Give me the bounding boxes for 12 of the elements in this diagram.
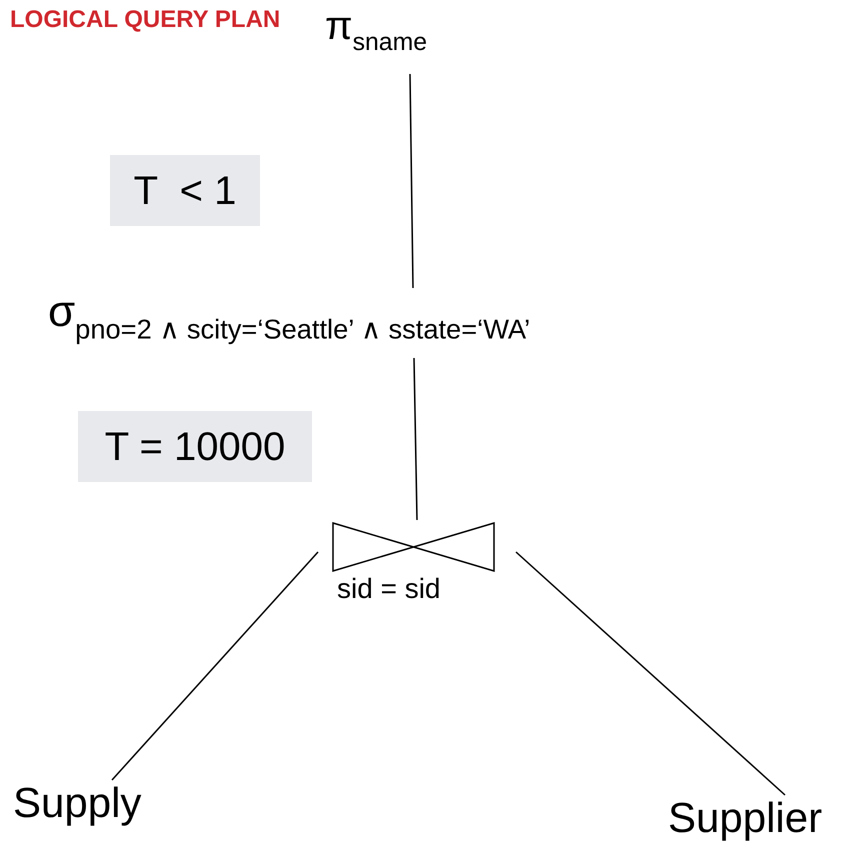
connector-line [413, 358, 418, 520]
operator-label: Supplier [668, 795, 822, 842]
connector-line [516, 551, 786, 796]
cost-text: T < 1 [132, 168, 238, 212]
operator-label: σ$_{pno=2 ∧ scity=‘Seattle’ ∧ sstate=‘WA’}$ [48, 288, 530, 344]
connector-line [111, 552, 319, 780]
connector-line [409, 74, 414, 288]
operator-label: π$_{sname}$ [325, 4, 428, 56]
cost-text: T = 10000 [104, 424, 286, 468]
title: LOGICAL QUERY PLAN [10, 6, 280, 34]
join-condition: sid = sid [337, 574, 440, 605]
operator-label: Supply [13, 780, 142, 826]
